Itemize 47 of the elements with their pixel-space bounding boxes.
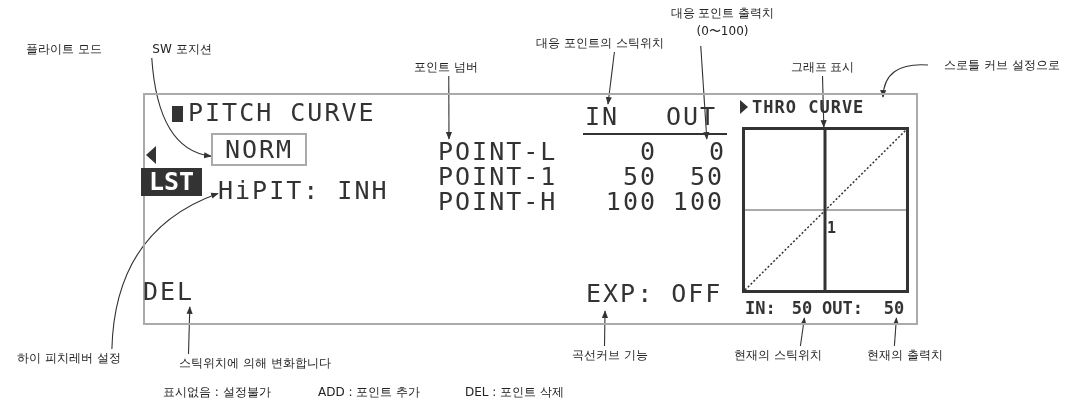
callout-text: 대응 포인트 출력치 <box>669 5 776 22</box>
callout-text: 현재의 스틱위치 <box>722 346 834 364</box>
callout-text: 포인트 넘버 <box>400 58 492 76</box>
leader-line <box>186 306 193 355</box>
callout-text: 그래프 표시 <box>775 58 870 76</box>
lcd-text: 0 <box>702 139 726 165</box>
leader-line <box>111 192 219 350</box>
lcd-text: IN <box>585 104 631 130</box>
lcd-text: 100 <box>604 189 657 215</box>
lcd-text: PITCH CURVE <box>188 98 376 127</box>
lcd-text: POINT-L <box>438 139 560 165</box>
callout-text: 곡선커브 기능 <box>555 346 665 364</box>
callout-text: SW 포지션 <box>140 40 224 58</box>
lcd-text: 50 <box>621 164 657 190</box>
leader-line <box>151 57 212 158</box>
leader-line <box>880 64 929 98</box>
leader-line <box>605 51 615 105</box>
point-marker: 1 <box>827 218 838 238</box>
lcd-text: EXP: OFF <box>586 281 722 311</box>
callout-text: 스틱위치에 의해 변화합니다 <box>160 354 350 372</box>
lcd-text: POINT-H <box>438 189 559 215</box>
lcd-text: IN: <box>745 298 777 318</box>
note-text: 플라이트 모드 <box>26 41 103 58</box>
lcd-text: DEL <box>143 279 203 307</box>
mode-indicator: NORM <box>211 133 307 166</box>
lcd-text: 50 <box>790 298 814 318</box>
leader-line <box>601 310 608 347</box>
lcd-text: 50 <box>688 164 724 190</box>
lcd-text: OUT: <box>822 298 864 318</box>
note-text: 표시없음 : 설정불가 <box>163 384 272 401</box>
lcd-text: 50 <box>882 298 906 318</box>
callout-text: 대응 포인트의 스틱위치 <box>520 34 680 52</box>
leader-line <box>799 317 807 347</box>
note-text: ADD : 포인트 추가 <box>318 384 422 401</box>
status-indicator: LST <box>141 168 202 196</box>
lcd-text: HiPIT: INH <box>218 178 384 206</box>
lcd-screen <box>143 93 918 325</box>
leader-line <box>892 317 899 347</box>
lcd-text: 100 <box>671 189 724 215</box>
note-text: DEL : 포인트 삭제 <box>465 384 565 401</box>
callout-text: 현재의 출력치 <box>852 346 958 364</box>
leader-line <box>445 75 453 140</box>
lcd-text: POINT-1 <box>438 164 559 190</box>
callout-text: 하이 피치레버 설정 <box>2 349 136 367</box>
callout-text: (0〜100) <box>695 23 750 40</box>
callout-text: 스로틀 커브 설정으로 <box>928 56 1076 74</box>
lcd-text: 0 <box>638 139 657 165</box>
